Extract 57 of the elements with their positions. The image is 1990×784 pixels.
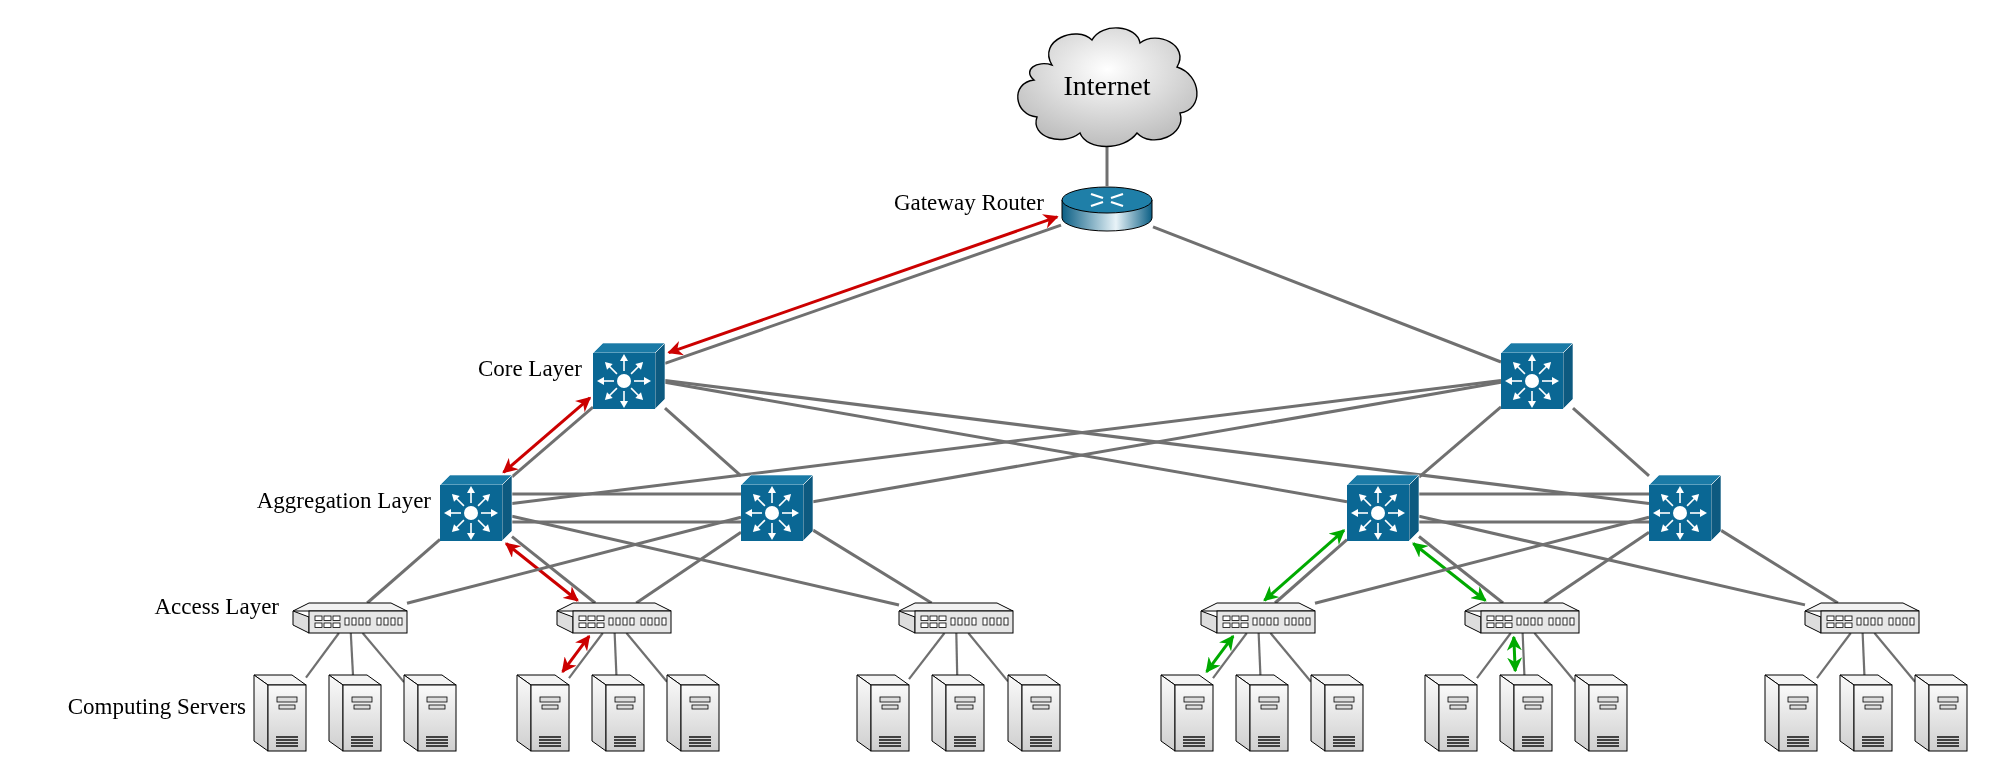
connection-line (511, 379, 1502, 505)
connection-line (812, 528, 933, 605)
connection-line (512, 492, 741, 496)
connection-line (613, 632, 618, 676)
connection-line (1521, 632, 1526, 676)
arrow (561, 635, 591, 673)
connection-line (1720, 529, 1839, 605)
connection-line (1861, 632, 1866, 676)
connection-line (1476, 632, 1512, 679)
arrow (1205, 635, 1235, 673)
connection-line (1257, 632, 1262, 676)
connection-line (511, 535, 597, 605)
connection-line (511, 514, 900, 607)
connection-line (1418, 405, 1502, 479)
layer-label: Computing Servers (67, 694, 246, 720)
arrow (1412, 542, 1487, 602)
connection-line (635, 531, 742, 605)
connection-line (955, 633, 959, 676)
connection-line (1572, 407, 1650, 477)
connection-line (664, 407, 742, 477)
connection-line (1873, 632, 1916, 683)
connection-line (1533, 632, 1576, 683)
connection-line (1419, 492, 1649, 496)
layer-label: Access Layer (154, 594, 279, 620)
arrow (504, 542, 579, 602)
layer-label: Aggregation Layer (256, 488, 431, 514)
connection-line (1314, 515, 1650, 605)
arrow (1263, 529, 1346, 602)
connection-line (1274, 538, 1348, 605)
connection-line (512, 520, 741, 524)
connection-line (1212, 632, 1248, 679)
connection-line (406, 515, 742, 605)
connection-line (568, 632, 604, 679)
connection-line (664, 379, 1650, 505)
connection-line (366, 538, 441, 605)
connection-line (361, 632, 405, 683)
layer-label: Core Layer (477, 356, 582, 382)
arrow (1506, 635, 1523, 673)
connection-line (967, 632, 1009, 683)
connection-line (908, 632, 946, 680)
connection-line (511, 405, 594, 479)
node-label: Internet (1062, 70, 1152, 102)
connection-line (812, 380, 1502, 504)
connection-line (305, 632, 340, 679)
connection-line (1269, 632, 1312, 683)
connection-line (1152, 225, 1502, 364)
connection-line (625, 632, 668, 683)
connection-line (664, 380, 1348, 504)
connection-line (1543, 531, 1650, 605)
connection-line (1418, 535, 1504, 605)
arrow (502, 396, 592, 474)
connection-line (349, 632, 355, 676)
connection-line (1105, 147, 1109, 186)
connection-line (1418, 514, 1806, 607)
connection-line (1419, 520, 1649, 524)
connection-line (1816, 632, 1852, 679)
device-label: Gateway Router (893, 190, 1044, 216)
